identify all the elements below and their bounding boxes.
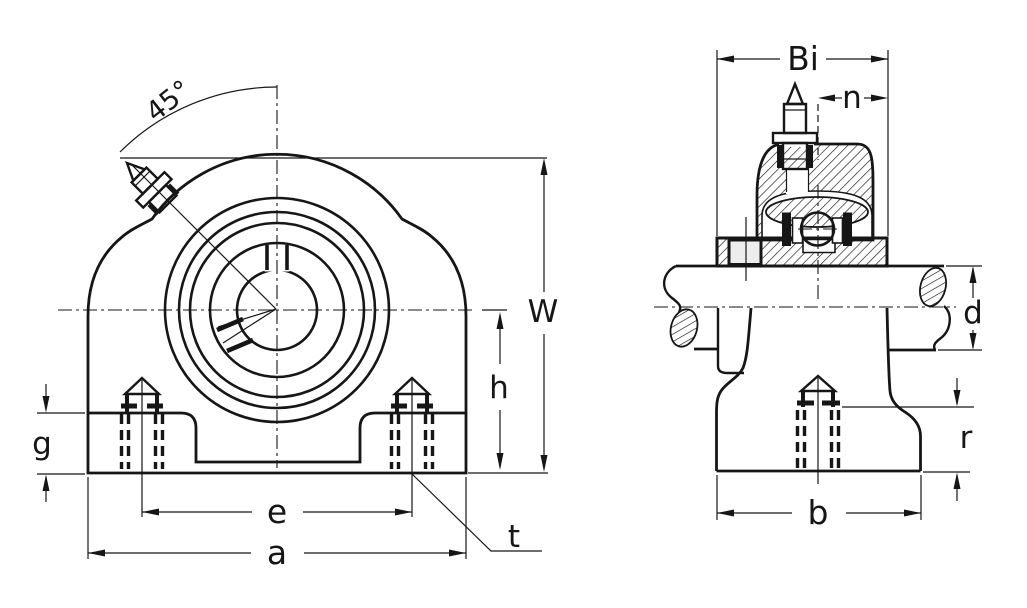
dim-angle-45: 45° <box>119 74 547 159</box>
dim-t: t <box>411 473 542 555</box>
base-feet-edge <box>88 411 466 464</box>
tapped-hole-side <box>795 374 841 484</box>
dim-b: b <box>716 475 922 532</box>
dim-d: d <box>938 265 983 351</box>
set-screw-section <box>727 238 763 266</box>
grease-fitting-side-icon <box>771 80 819 171</box>
dim-n: n <box>817 80 888 160</box>
dim-label-a: a <box>267 533 287 572</box>
shaft <box>654 264 956 352</box>
dim-Bi: Bi <box>716 39 889 236</box>
dim-g: g <box>32 384 85 502</box>
seal-right <box>843 212 852 246</box>
dim-label-n: n <box>842 80 862 116</box>
dim-a: a <box>87 477 467 572</box>
dim-label-Bi: Bi <box>787 39 819 78</box>
dim-r: r <box>842 378 974 501</box>
tapped-hole-left <box>119 376 165 517</box>
side-view: Bi n d r <box>654 39 983 532</box>
shaft-break-right <box>919 266 947 308</box>
grease-fitting-icon <box>124 160 180 216</box>
dim-label-45: 45° <box>140 74 197 128</box>
dim-label-e: e <box>267 492 287 531</box>
front-view: 45° W h g <box>32 74 558 572</box>
dim-label-h: h <box>489 370 509 406</box>
tapped-hole-right <box>389 376 435 517</box>
inner-ring-band <box>715 217 889 281</box>
seal-left <box>782 212 791 246</box>
dim-W: W <box>468 158 559 474</box>
dim-label-W: W <box>528 294 559 330</box>
dim-label-b: b <box>808 493 829 532</box>
shaft-break-left <box>669 308 699 348</box>
dim-e: e <box>142 492 412 531</box>
dim-label-d: d <box>963 295 983 331</box>
set-screw-marks <box>216 308 277 354</box>
fitting-axis-line <box>130 163 277 310</box>
dim-label-r: r <box>960 420 973 456</box>
dim-h: h <box>482 309 509 470</box>
dim-label-t: t <box>508 519 520 555</box>
dim-label-g: g <box>32 426 52 462</box>
